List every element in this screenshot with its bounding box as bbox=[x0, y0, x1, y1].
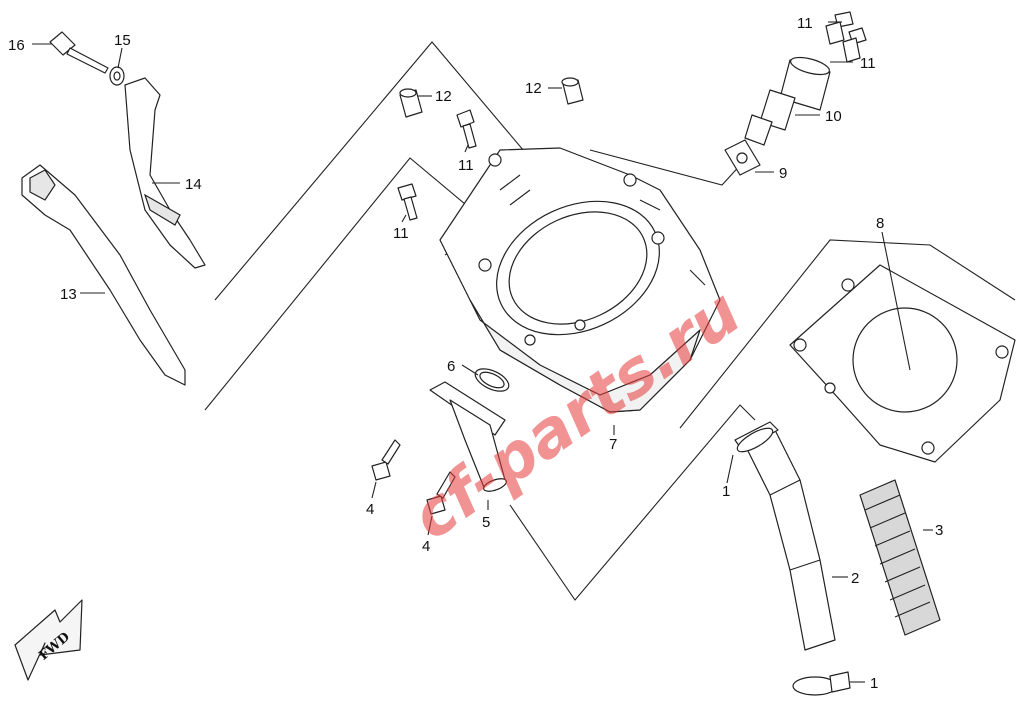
callout-1-upper: 1 bbox=[722, 483, 730, 500]
tensioner-gasket bbox=[724, 139, 761, 176]
callout-7: 7 bbox=[609, 436, 617, 453]
callout-4-lower: 4 bbox=[422, 538, 430, 555]
pivot-washer bbox=[109, 66, 125, 86]
forward-direction-marker: FWD bbox=[14, 599, 83, 681]
callout-2: 2 bbox=[851, 570, 859, 587]
flange-bolt-a bbox=[456, 109, 477, 149]
callout-labels: 16 15 14 13 12 11 11 12 11 11 10 9 8 7 6… bbox=[8, 15, 943, 692]
callout-13: 13 bbox=[60, 286, 77, 303]
hose-clamp-lower bbox=[792, 671, 851, 696]
callout-14: 14 bbox=[185, 176, 202, 193]
callout-11-right: 11 bbox=[860, 55, 876, 72]
chain-guide-lower bbox=[21, 164, 186, 386]
callout-11-left: 11 bbox=[458, 157, 474, 174]
callout-12-left: 12 bbox=[435, 88, 452, 105]
intake-pipe bbox=[429, 381, 508, 492]
breather-hose bbox=[744, 429, 836, 651]
group-boundary-upper bbox=[214, 41, 541, 301]
dowel-pin-left bbox=[399, 88, 423, 118]
chain-guide-upper bbox=[124, 77, 206, 269]
callout-12-right: 12 bbox=[525, 80, 542, 97]
callout-16: 16 bbox=[8, 37, 25, 54]
callout-8: 8 bbox=[876, 215, 884, 232]
cylinder-block bbox=[439, 147, 721, 413]
hose-clamp-upper bbox=[734, 421, 779, 453]
callout-4-left: 4 bbox=[366, 501, 374, 518]
callout-1-lower: 1 bbox=[870, 675, 878, 692]
leader-lines bbox=[32, 21, 933, 683]
intake-screw-a bbox=[371, 439, 401, 481]
chain-tensioner bbox=[744, 56, 831, 146]
callout-11-lower: 11 bbox=[393, 225, 409, 242]
dowel-pin-right bbox=[561, 77, 584, 105]
flange-bolt-b bbox=[397, 183, 418, 221]
tensioner-bolt-a bbox=[825, 11, 854, 45]
callout-15: 15 bbox=[114, 32, 131, 49]
callout-9: 9 bbox=[779, 165, 787, 182]
tensioner-bolt-b bbox=[842, 27, 867, 63]
intake-screw-b bbox=[426, 471, 456, 515]
group-boundary-lower bbox=[509, 404, 756, 601]
corrugated-sleeve bbox=[859, 479, 941, 636]
callout-3: 3 bbox=[935, 522, 943, 539]
o-ring bbox=[474, 368, 510, 392]
callout-10: 10 bbox=[825, 108, 842, 125]
group-boundary-right bbox=[679, 239, 1016, 429]
callout-6: 6 bbox=[447, 358, 455, 375]
callout-5: 5 bbox=[482, 514, 490, 531]
pivot-bolt bbox=[49, 31, 109, 74]
cylinder-gasket bbox=[789, 264, 1016, 463]
callout-11-top: 11 bbox=[797, 15, 813, 32]
